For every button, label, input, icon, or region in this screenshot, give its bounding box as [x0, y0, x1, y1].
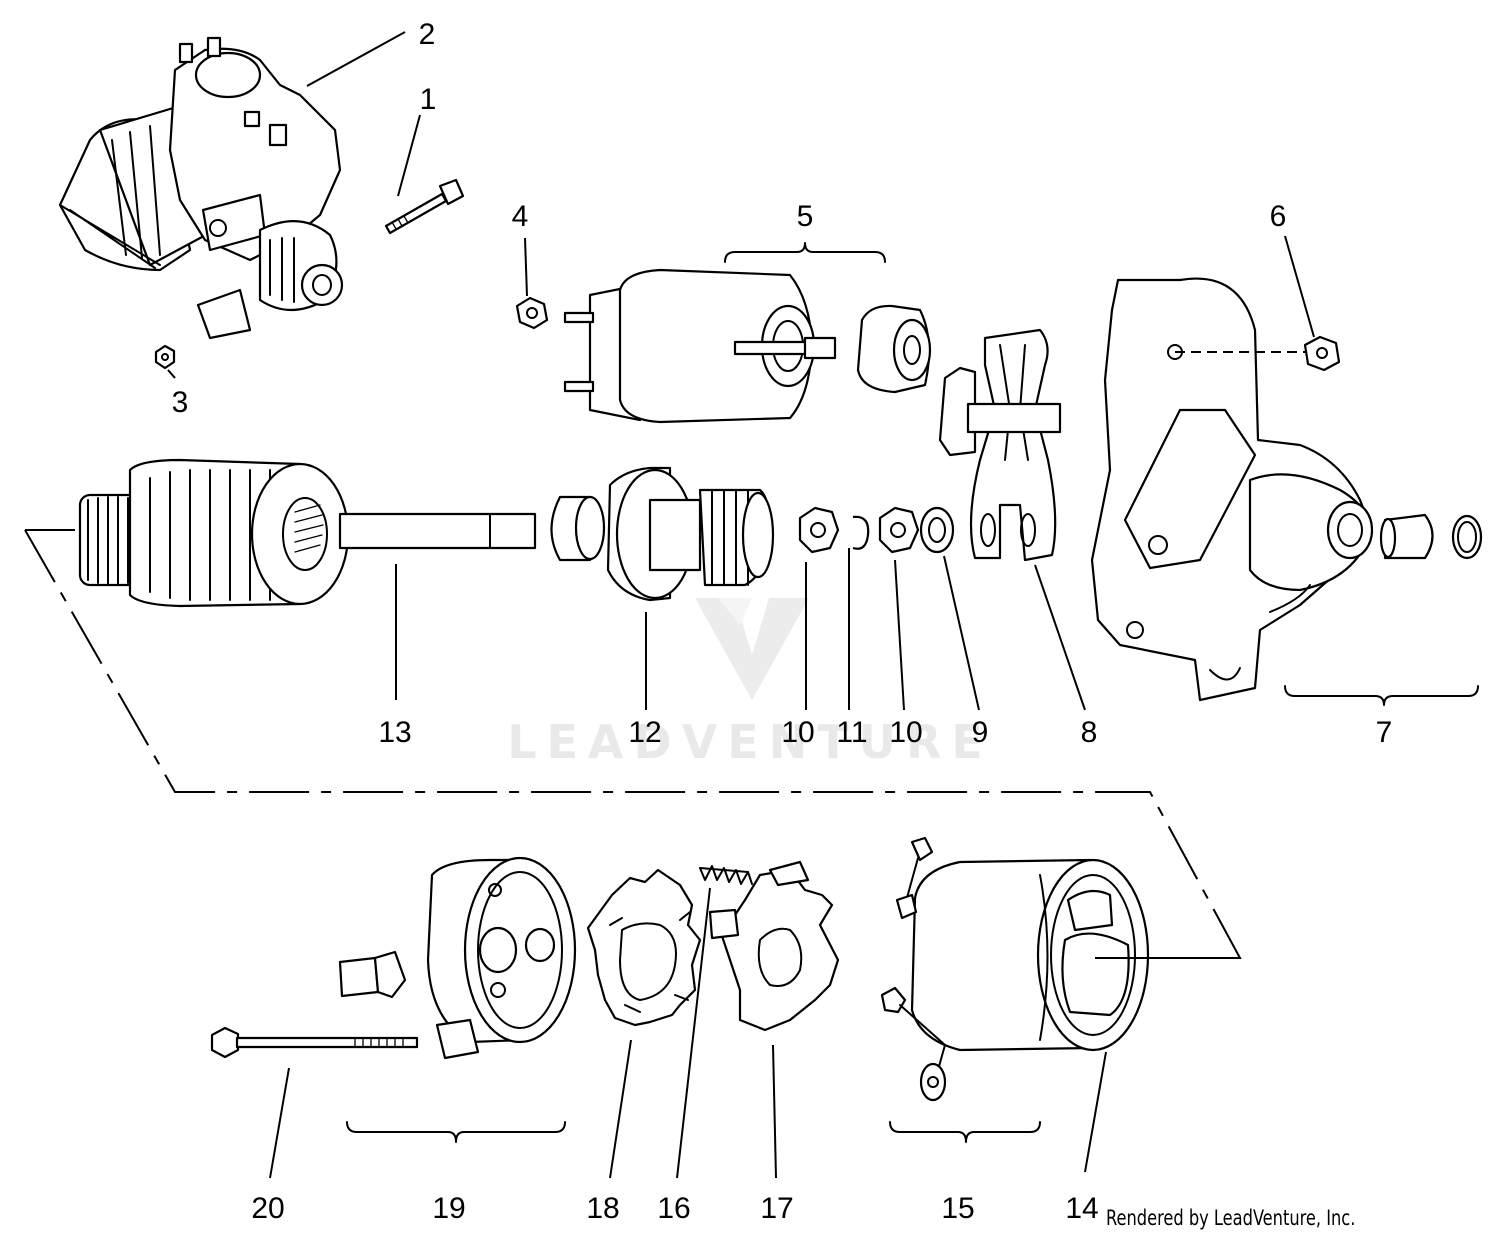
callout-6: 6 [1270, 200, 1287, 233]
stop-collar-retainers [798, 506, 955, 554]
starter-assembly [58, 36, 344, 340]
callout-13: 13 [378, 716, 411, 749]
solenoid [563, 268, 932, 424]
callout-12: 12 [628, 716, 661, 749]
small-nut [154, 344, 176, 370]
callout-3: 3 [172, 386, 189, 419]
field-frame [880, 836, 1150, 1102]
callout-7: 7 [1376, 716, 1393, 749]
drive-housing [1090, 277, 1483, 702]
callout-labels: 2 1 3 4 5 6 7 8 9 10 11 10 12 13 14 15 1… [172, 18, 1393, 1225]
callout-16: 16 [657, 1192, 690, 1225]
callout-4: 4 [512, 200, 529, 233]
render-credit: Rendered by LeadVenture, Inc. [1106, 1206, 1356, 1230]
callout-11: 11 [836, 716, 867, 749]
callout-9: 9 [972, 716, 989, 749]
callout-14: 14 [1065, 1192, 1098, 1225]
brush-spring [699, 865, 753, 885]
callout-brackets [346, 242, 1479, 1143]
frame-bolt [210, 1026, 419, 1059]
callout-1: 1 [420, 83, 437, 116]
leader-lines [167, 31, 1315, 1179]
clutch-pinion [550, 466, 775, 602]
callout-18: 18 [586, 1192, 619, 1225]
callout-5: 5 [797, 200, 814, 233]
leadventure-watermark: LEADVENTURE [507, 598, 993, 769]
callout-20: 20 [251, 1192, 284, 1225]
callout-2: 2 [419, 18, 436, 51]
armature [78, 458, 537, 608]
terminal-nut [515, 296, 549, 330]
brush-plate [586, 868, 702, 1027]
housing-nut [1303, 335, 1341, 372]
callout-15: 15 [941, 1192, 974, 1225]
callout-10-right: 10 [889, 716, 922, 749]
callout-17: 17 [760, 1192, 793, 1225]
end-frame [338, 856, 577, 1060]
callout-19: 19 [432, 1192, 465, 1225]
through-bolt [384, 178, 465, 235]
callout-10-left: 10 [781, 716, 814, 749]
callout-8: 8 [1081, 716, 1098, 749]
shift-lever [938, 328, 1062, 562]
brush-holder [708, 860, 840, 1032]
watermark-text: LEADVENTURE [507, 715, 993, 769]
